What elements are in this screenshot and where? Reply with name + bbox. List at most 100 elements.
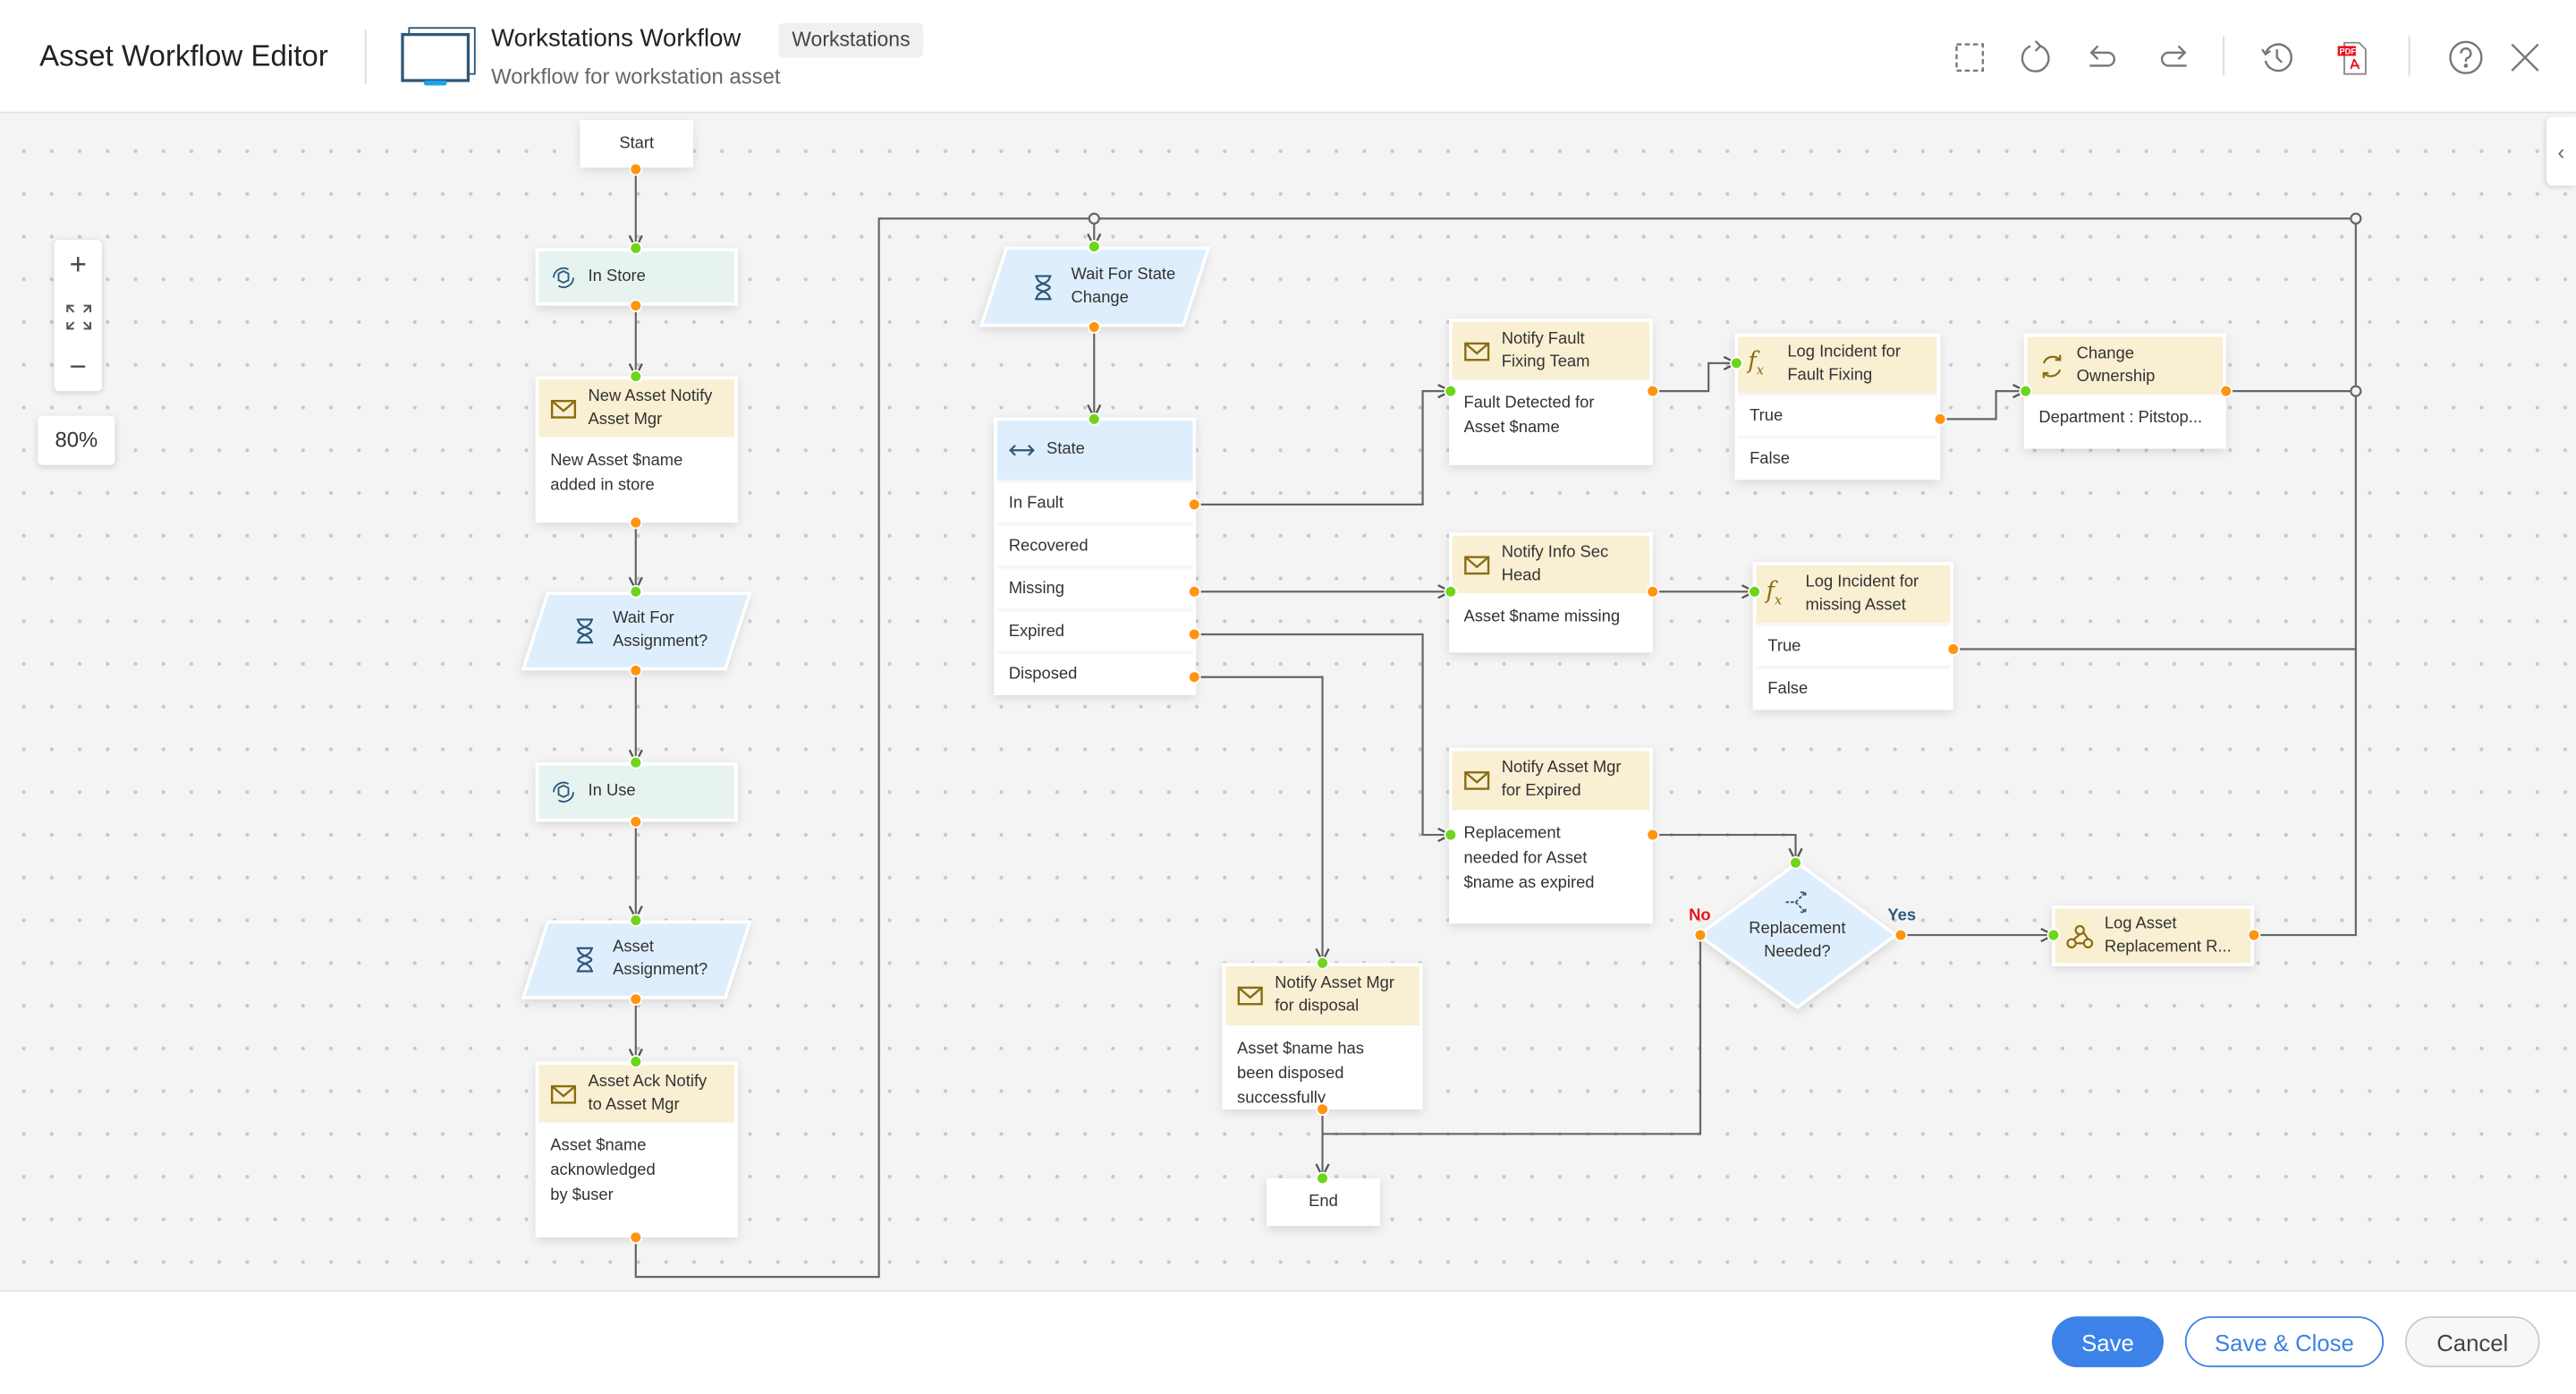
- branch-icon: [1785, 891, 1807, 914]
- end-node[interactable]: End: [1267, 1177, 1380, 1227]
- node-body: Asset $name has been disposed successful…: [1237, 1040, 1364, 1108]
- input-port[interactable]: [1316, 1171, 1329, 1186]
- header: Asset Workflow Editor Workstations Workf…: [0, 0, 2576, 114]
- save-and-close-button[interactable]: Save & Close: [2184, 1316, 2385, 1368]
- status-node-in-store[interactable]: In Store: [535, 248, 738, 306]
- input-port[interactable]: [1444, 828, 1458, 842]
- hourglass-icon: [576, 947, 594, 973]
- mail-icon: [1464, 341, 1490, 361]
- workflow-title: Workstations Workflow: [491, 24, 741, 53]
- output-port[interactable]: [629, 515, 643, 530]
- output-port[interactable]: [2247, 928, 2261, 942]
- input-port[interactable]: [629, 241, 643, 255]
- input-port[interactable]: [1087, 240, 1101, 253]
- output-port[interactable]: [1946, 642, 1961, 656]
- input-port[interactable]: [2046, 928, 2061, 942]
- node-body: New Asset $name added in store: [550, 452, 683, 495]
- app-title: Asset Workflow Editor: [39, 39, 328, 72]
- email-node-notify-disposal[interactable]: Notify Asset Mgr for disposal Asset $nam…: [1222, 963, 1423, 1109]
- output-port[interactable]: [1933, 412, 1947, 426]
- input-port[interactable]: [629, 584, 643, 599]
- decision-node-replacement-needed[interactable]: Replacement Needed?: [1697, 861, 1898, 1009]
- email-node-notify-expired[interactable]: Notify Asset Mgr for Expired Replacement…: [1448, 747, 1653, 924]
- function-icon: fx: [1748, 348, 1765, 378]
- node-body: Department : Pitstop...: [2038, 409, 2203, 428]
- output-port[interactable]: [1646, 828, 1660, 842]
- email-node-notify-info-sec[interactable]: Notify Info Sec Head Asset $name missing: [1448, 532, 1653, 653]
- output-port[interactable]: [1187, 627, 1201, 642]
- pdf-export-icon[interactable]: PDF: [2333, 38, 2372, 77]
- output-port[interactable]: [1693, 928, 1707, 942]
- input-port[interactable]: [629, 370, 643, 383]
- email-node-asset-ack-notify[interactable]: Asset Ack Notify to Asset Mgr Asset $nam…: [535, 1061, 738, 1238]
- fit-to-screen-icon[interactable]: [55, 291, 102, 342]
- zoom-out-button[interactable]: −: [69, 350, 87, 383]
- output-port[interactable]: [1187, 497, 1201, 512]
- history-icon[interactable]: [2258, 38, 2297, 77]
- select-area-icon[interactable]: [1950, 38, 1989, 77]
- input-port[interactable]: [1087, 412, 1101, 426]
- output-port[interactable]: [629, 162, 643, 176]
- input-port[interactable]: [1444, 384, 1458, 398]
- input-port[interactable]: [1789, 855, 1802, 870]
- output-port[interactable]: [1646, 384, 1660, 398]
- zoom-in-button[interactable]: +: [69, 248, 87, 282]
- node-body: Replacement needed for Asset $name as ex…: [1463, 825, 1595, 893]
- refresh-icon[interactable]: [2016, 38, 2055, 77]
- output-port[interactable]: [1187, 584, 1201, 599]
- wait-node-wait-for-state-change[interactable]: Wait For State Change: [992, 247, 1198, 327]
- output-port[interactable]: [629, 992, 643, 1007]
- cancel-button[interactable]: Cancel: [2404, 1316, 2540, 1368]
- wait-node-asset-assignment[interactable]: Asset Assignment?: [534, 921, 740, 999]
- node-label: Asset Assignment?: [613, 938, 708, 980]
- wait-node-wait-for-assignment[interactable]: Wait For Assignment?: [534, 591, 740, 670]
- output-port[interactable]: [2219, 384, 2233, 398]
- input-port[interactable]: [1730, 356, 1743, 370]
- node-title: Notify Asset Mgr for disposal: [1275, 974, 1395, 1016]
- input-port[interactable]: [629, 1055, 643, 1068]
- output-port[interactable]: [1646, 584, 1660, 599]
- output-port[interactable]: [1316, 1102, 1329, 1117]
- action-node-change-ownership[interactable]: Change Ownership Department : Pitstop...: [2023, 333, 2226, 449]
- input-port[interactable]: [2019, 384, 2032, 398]
- input-port[interactable]: [629, 755, 643, 769]
- webhook-icon: [2066, 923, 2094, 948]
- close-icon[interactable]: [2505, 38, 2545, 77]
- output-port[interactable]: [1087, 320, 1101, 334]
- divider: [364, 30, 367, 84]
- node-body: Asset $name acknowledged by $user: [550, 1136, 656, 1205]
- input-port[interactable]: [1748, 584, 1761, 599]
- input-port[interactable]: [629, 914, 643, 927]
- output-port[interactable]: [629, 664, 643, 677]
- redo-icon[interactable]: [2154, 38, 2193, 77]
- input-port[interactable]: [1316, 956, 1329, 970]
- start-node[interactable]: Start: [580, 120, 694, 168]
- input-port[interactable]: [1444, 584, 1458, 599]
- email-node-new-asset-notify[interactable]: New Asset Notify Asset Mgr New Asset $na…: [535, 376, 738, 523]
- mail-icon: [1464, 555, 1490, 574]
- save-button[interactable]: Save: [2052, 1316, 2164, 1368]
- help-icon[interactable]: [2446, 38, 2486, 77]
- workflow-tag: Workstations: [778, 22, 924, 58]
- webhook-node-log-asset-replacement[interactable]: Log Asset Replacement R...: [2052, 905, 2254, 966]
- email-node-notify-fault[interactable]: Notify Fault Fixing Team Fault Detected …: [1448, 319, 1653, 465]
- node-title: Log Incident for Fault Fixing: [1787, 343, 1901, 385]
- hourglass-icon: [576, 618, 594, 644]
- switch-node-state[interactable]: State In Fault Recovered Missing Expired…: [994, 417, 1197, 695]
- collapse-panel-chevron-left-icon[interactable]: ‹: [2546, 116, 2576, 186]
- asset-status-icon: [553, 266, 574, 288]
- output-port[interactable]: [629, 1230, 643, 1245]
- condition-true: True: [1738, 392, 1937, 436]
- output-port[interactable]: [629, 815, 643, 829]
- output-port[interactable]: [1187, 670, 1201, 684]
- undo-icon[interactable]: [2083, 38, 2123, 77]
- node-title: Replacement Needed?: [1749, 920, 1846, 962]
- yes-branch-label: Yes: [1887, 906, 1917, 926]
- output-port[interactable]: [1894, 928, 1908, 942]
- node-body: Fault Detected for Asset $name: [1463, 394, 1595, 438]
- output-port[interactable]: [629, 299, 643, 312]
- status-node-in-use[interactable]: In Use: [535, 762, 738, 822]
- node-title: State: [1046, 440, 1085, 459]
